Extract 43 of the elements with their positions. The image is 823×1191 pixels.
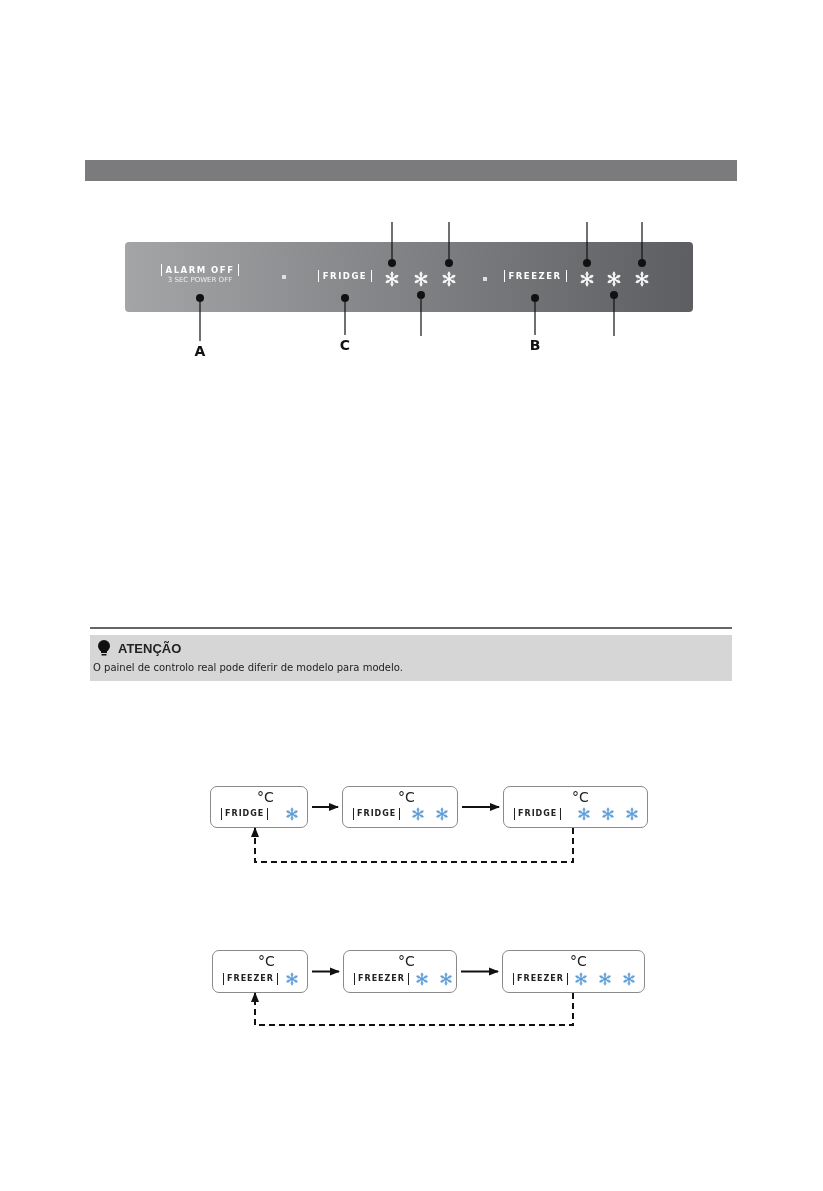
leader-line bbox=[613, 298, 615, 337]
arrow bbox=[460, 967, 499, 976]
leader-line bbox=[391, 221, 393, 260]
display-box bbox=[212, 950, 308, 993]
arrow bbox=[251, 992, 574, 1026]
temperature-unit: °C bbox=[257, 789, 274, 805]
arrow bbox=[311, 803, 339, 811]
zone-label: FREEZER bbox=[223, 973, 278, 985]
display-box bbox=[342, 786, 458, 828]
temperature-unit: °C bbox=[570, 953, 587, 969]
leader-line bbox=[534, 301, 536, 336]
zone-label: FRIDGE bbox=[353, 808, 401, 820]
callout-letter: B bbox=[525, 335, 545, 355]
callout-letter: A bbox=[190, 341, 210, 361]
zone-label: FRIDGE bbox=[221, 808, 269, 820]
display-box bbox=[503, 786, 648, 828]
note-text: O painel de controlo real pode diferir de modelo para modelo. bbox=[93, 662, 403, 673]
leader-line bbox=[586, 221, 588, 260]
zone-label: FRIDGE bbox=[514, 808, 562, 820]
button-label: FRIDGE bbox=[317, 270, 373, 282]
display-box bbox=[210, 786, 308, 828]
zone-label: FREEZER bbox=[513, 973, 568, 985]
button-label: ALARM OFF bbox=[160, 264, 240, 276]
leader-line bbox=[641, 221, 643, 260]
leader-line bbox=[448, 221, 450, 260]
note-box bbox=[90, 635, 732, 681]
temperature-unit: °C bbox=[572, 789, 589, 805]
arrow bbox=[461, 803, 500, 811]
temperature-unit: °C bbox=[258, 953, 275, 969]
callout-letter: C bbox=[335, 335, 355, 355]
button-label: FREEZER bbox=[503, 270, 567, 282]
note-heading: ATENÇÃO bbox=[118, 641, 182, 656]
temperature-unit: °C bbox=[398, 953, 415, 969]
leader-line bbox=[344, 301, 346, 336]
leader-line bbox=[420, 298, 422, 337]
zone-label: FREEZER bbox=[354, 973, 409, 985]
display-box bbox=[502, 950, 645, 993]
leader-line bbox=[199, 301, 201, 342]
control-panel bbox=[125, 242, 693, 312]
display-box bbox=[343, 950, 457, 993]
arrow bbox=[251, 827, 574, 863]
temperature-unit: °C bbox=[398, 789, 415, 805]
arrow bbox=[311, 967, 340, 976]
